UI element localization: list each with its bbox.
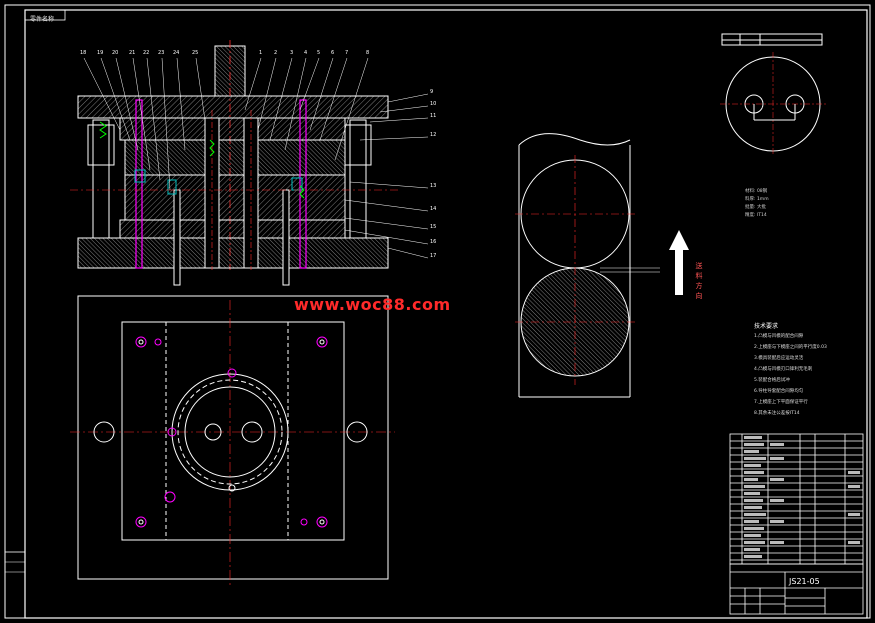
callout-number: 10 <box>430 101 437 107</box>
corner-tag: 零件名称 <box>30 16 55 23</box>
callout-number: 16 <box>430 239 437 245</box>
callout-number: 25 <box>192 50 199 56</box>
inner-frame <box>24 9 868 619</box>
callout-number: 7 <box>345 50 349 56</box>
drawing-number: JS21-05 <box>789 577 820 586</box>
callout-number: 8 <box>366 50 370 56</box>
callout-leaders <box>83 57 429 259</box>
tech-note: 3.模具装配后应运动灵活 <box>754 356 804 361</box>
part-note: 材料: 08钢 <box>745 189 768 194</box>
plan-view <box>70 295 395 585</box>
callout-number: 18 <box>80 50 87 56</box>
callout-number: 1 <box>259 50 263 56</box>
callout-number: 4 <box>304 50 308 56</box>
section-view <box>70 40 398 286</box>
callout-number: 11 <box>430 113 437 119</box>
callout-number: 2 <box>274 50 278 56</box>
callout-number: 19 <box>97 50 104 56</box>
parts-list <box>729 433 864 565</box>
tech-notes-title: 技术要求 <box>754 323 779 330</box>
left-strip <box>4 551 26 619</box>
part-note: 批量: 大批 <box>745 205 766 210</box>
callout-number: 13 <box>430 183 437 189</box>
part-drawing <box>720 33 828 156</box>
watermark-text[interactable]: www.woc88.com <box>294 295 451 314</box>
feed-arrow-icon <box>669 230 689 295</box>
callout-number: 21 <box>129 50 136 56</box>
tech-note: 6.导柱导套配合间隙均匀 <box>754 389 804 394</box>
callout-number: 12 <box>430 132 437 138</box>
callout-number: 17 <box>430 253 437 259</box>
title-block <box>729 563 864 615</box>
part-note: 精度: IT14 <box>745 213 767 218</box>
tech-note: 8.其余未注公差按IT14 <box>754 411 800 416</box>
tech-note: 4.凸模与凹模刃口锋利无毛刺 <box>754 367 813 372</box>
tech-note: 5.装配合格后试冲 <box>754 378 790 383</box>
callout-number: 3 <box>290 50 294 56</box>
callout-number: 20 <box>112 50 119 56</box>
callout-number: 6 <box>331 50 335 56</box>
part-note: 料厚: 1mm <box>745 197 769 202</box>
tech-note: 1.凸模与凹模的配合间隙 <box>754 334 804 339</box>
callout-number: 15 <box>430 224 437 230</box>
parts-list-text <box>744 436 860 558</box>
strip-layout <box>515 133 660 398</box>
feed-direction-label: 送料方向 <box>695 262 703 302</box>
callout-number: 24 <box>173 50 180 56</box>
tech-note: 7.上模座上下平面保证平行 <box>754 400 808 405</box>
callout-number: 9 <box>430 89 434 95</box>
tech-note: 2.上模座与下模座之间的平行度0.03 <box>754 345 827 350</box>
callout-number: 14 <box>430 206 437 212</box>
callout-number: 5 <box>317 50 321 56</box>
callout-number: 23 <box>158 50 165 56</box>
corner-tag-box <box>24 9 66 21</box>
callout-number: 22 <box>143 50 150 56</box>
